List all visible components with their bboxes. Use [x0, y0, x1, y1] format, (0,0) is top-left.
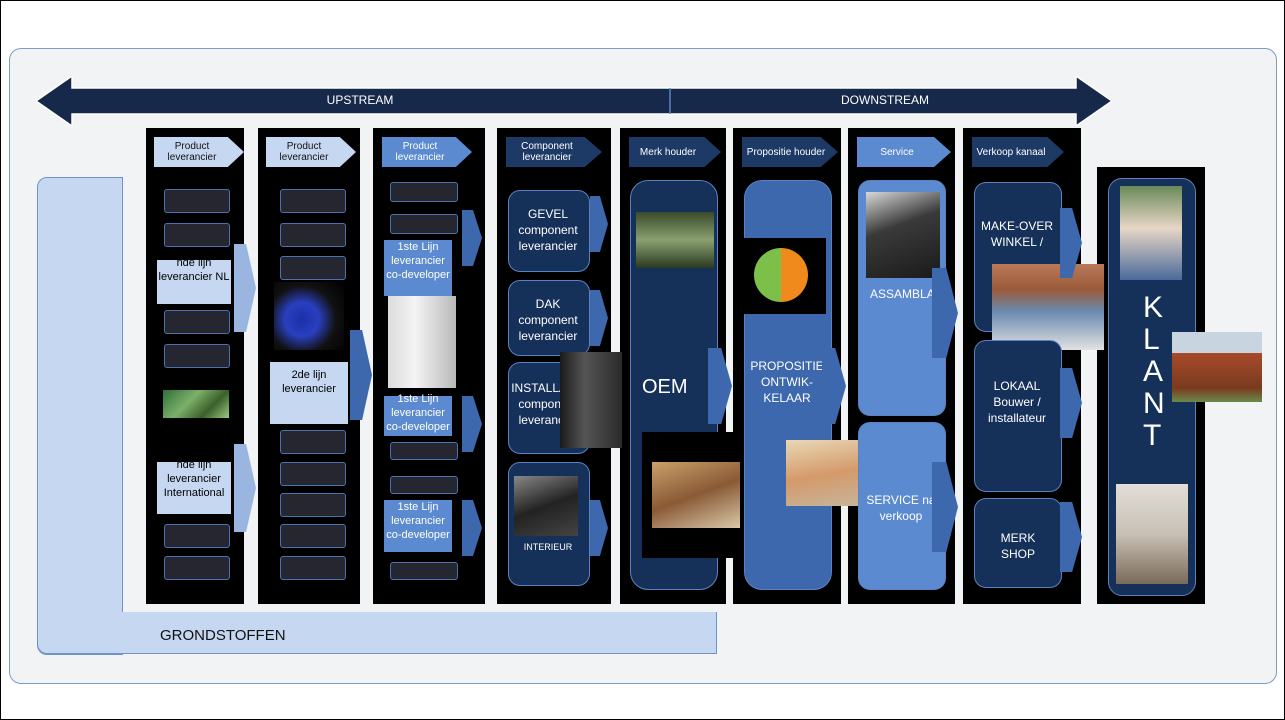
header-product-leverancier-1: Product leverancier — [154, 137, 244, 167]
header-verkoop-kanaal: Verkoop kanaal — [972, 137, 1064, 167]
grondstoffen-label: GRONDSTOFFEN — [160, 627, 286, 644]
oem-label: OEM — [642, 376, 688, 398]
grondstoffen-bar — [37, 612, 717, 654]
supplier-cell — [390, 476, 458, 494]
elderly-woman-image — [1120, 186, 1182, 280]
apple-orange-fruit — [754, 248, 808, 302]
component-label-gevel: GEVEL component leverancier — [518, 207, 578, 253]
supplier-cell — [390, 182, 458, 202]
co-developer-label-3: 1ste Lijn leverancier co-developer — [386, 501, 450, 541]
component-box-dak — [508, 280, 590, 356]
flow-arrow — [350, 330, 372, 420]
co-developer-box-3 — [384, 500, 452, 552]
merk-shop-label: MERK SHOP — [1000, 531, 1036, 561]
shower-cabin-image — [514, 476, 578, 536]
flow-arrow — [590, 500, 608, 556]
supplier-cell — [164, 556, 230, 580]
merk-shop-box — [974, 498, 1062, 588]
upstream-label: UPSTREAM — [326, 93, 394, 107]
prefab-unit-image — [866, 192, 940, 278]
header-merk-houder: Merk houder — [629, 137, 721, 167]
house-image — [1172, 332, 1262, 402]
header-propositie-houder: Propositie houder — [742, 137, 838, 167]
supplier-box-international-label: nde lijn leverancier International — [163, 459, 225, 499]
supplier-cell — [280, 189, 346, 213]
pump-image — [274, 282, 344, 350]
co-developer-label-2: 1ste Lijn leverancier co-developer — [386, 393, 450, 433]
supplier-cell — [164, 223, 230, 247]
circuit-board-image — [163, 390, 229, 418]
assemblage-label: ASSAMBLAGE — [870, 287, 953, 301]
second-line-supplier-label: 2de lijn leverancier — [282, 369, 336, 395]
supplier-box-nl — [157, 260, 231, 304]
supplier-cell — [280, 430, 346, 454]
header-product-leverancier-3: Product leverancier — [382, 137, 472, 167]
front-door-image — [1116, 484, 1188, 584]
flow-arrow — [462, 396, 482, 452]
lokaal-label: LOKAAL Bouwer / installateur — [987, 379, 1047, 425]
supplier-cell — [280, 556, 346, 580]
supplier-cell — [164, 189, 230, 213]
supplier-cell — [280, 524, 346, 548]
upstream-downstream-arrow — [36, 76, 1112, 126]
service-label: SERVICE na verkoop — [866, 493, 936, 523]
propositie-label: PROPOSITIE ONTWIK-KELAAR — [750, 359, 824, 405]
supplier-cell — [390, 562, 458, 580]
flow-arrow — [234, 244, 256, 332]
shop-front-image — [992, 264, 1104, 350]
service-box — [858, 422, 946, 590]
klant-label: KLANT — [1143, 291, 1165, 452]
boiler-image — [388, 296, 456, 388]
supplier-cell — [390, 214, 458, 234]
co-developer-label-1: 1ste Lijn leverancier co-developer — [386, 241, 450, 281]
lokaal-box — [974, 340, 1062, 492]
house-model-inner — [652, 462, 740, 528]
make-over-label: MAKE-OVER WINKEL / — [980, 219, 1053, 249]
flow-arrow — [1060, 502, 1082, 572]
flow-arrow — [590, 290, 608, 346]
component-box-gevel — [508, 190, 590, 272]
supplier-cell — [280, 493, 346, 517]
header-component-leverancier: Component leverancier — [506, 137, 602, 167]
downstream-label: DOWNSTREAM — [841, 93, 929, 107]
component-label-interieur: INTERIEUR — [523, 542, 573, 552]
supplier-cell — [280, 256, 346, 280]
supplier-cell — [280, 462, 346, 486]
flow-arrow — [590, 196, 608, 252]
flow-arrow — [462, 500, 482, 556]
supplier-box-international — [157, 462, 231, 514]
supplier-cell — [164, 344, 230, 368]
supplier-cell — [164, 310, 230, 334]
co-developer-box-1 — [384, 240, 452, 296]
second-line-supplier-box — [270, 362, 348, 424]
flow-arrow — [234, 444, 256, 532]
header-product-leverancier-2: Product leverancier — [266, 137, 356, 167]
door-image — [560, 352, 622, 448]
component-label-dak: DAK component leverancier — [518, 297, 578, 343]
facade-image — [636, 212, 714, 268]
grondstoffen-base — [37, 177, 123, 655]
supplier-cell — [390, 442, 458, 460]
flow-arrow — [1060, 368, 1082, 438]
supplier-box-nl-label: nde lijn leverancier NL — [158, 257, 230, 283]
flow-arrow — [1060, 208, 1082, 278]
co-developer-box-2 — [384, 396, 452, 436]
supplier-cell — [280, 223, 346, 247]
supplier-cell — [164, 524, 230, 548]
flow-arrow — [462, 210, 482, 266]
header-service: Service — [857, 137, 951, 167]
